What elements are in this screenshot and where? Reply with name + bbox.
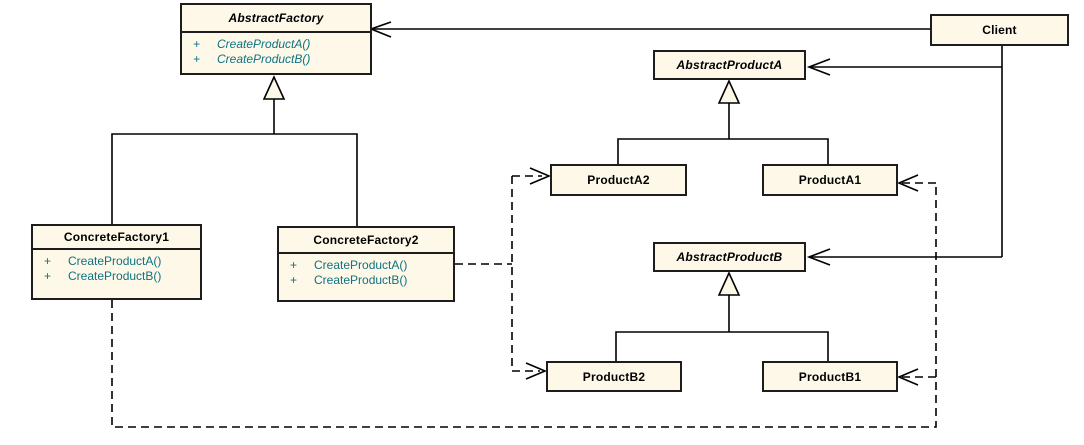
open-arrowhead-icon-abstractproducta — [806, 58, 831, 76]
class-name: Client — [982, 23, 1017, 37]
class-name: ProductA2 — [587, 173, 650, 187]
class-name: AbstractFactory — [228, 11, 324, 25]
class-title-bar: ProductB2 — [548, 363, 680, 390]
hollow-triangle-icon-abstractproductb — [717, 271, 741, 296]
generalization-productb-rail — [615, 331, 829, 361]
method-signature: CreateProductB() — [314, 273, 408, 287]
method-row: + CreateProductA() — [33, 254, 200, 269]
class-name: ProductA1 — [798, 173, 862, 187]
method-row: + CreateProductA() — [182, 37, 370, 52]
generalization-producta-rail — [617, 138, 829, 164]
class-concretefactory2: ConcreteFactory2 + CreateProductA() + Cr… — [277, 226, 455, 302]
method-signature: CreateProductB() — [68, 269, 162, 283]
method-signature: CreateProductA() — [68, 254, 162, 268]
open-arrowhead-icon-producta1 — [896, 174, 919, 192]
visibility-marker: + — [44, 269, 52, 283]
class-title-bar: AbstractProductA — [655, 52, 804, 78]
class-title-bar: ProductB1 — [764, 363, 896, 390]
class-abstractfactory: AbstractFactory + CreateProductA() + Cre… — [180, 3, 372, 75]
method-row: + CreateProductB() — [182, 52, 370, 67]
visibility-marker: + — [193, 37, 201, 51]
class-name: AbstractProductA — [676, 58, 783, 72]
class-concretefactory1: ConcreteFactory1 + CreateProductA() + Cr… — [31, 224, 202, 300]
class-title-bar: ConcreteFactory2 — [279, 228, 453, 254]
class-name: ConcreteFactory2 — [313, 233, 419, 247]
method-signature: CreateProductA() — [217, 37, 311, 51]
class-title-bar: AbstractFactory — [182, 5, 370, 33]
class-methods: + CreateProductA() + CreateProductB() — [33, 250, 200, 284]
class-name: ConcreteFactory1 — [63, 230, 170, 244]
visibility-marker: + — [290, 258, 298, 272]
method-row: + CreateProductB() — [279, 273, 453, 288]
method-signature: CreateProductB() — [217, 52, 311, 66]
generalization-factories-rail — [111, 133, 358, 226]
class-name: ProductB2 — [582, 369, 646, 384]
class-methods: + CreateProductA() + CreateProductB() — [182, 33, 370, 67]
dependency-cf1-rail — [111, 183, 937, 428]
class-productb2: ProductB2 — [546, 361, 682, 392]
class-title-bar: ProductA1 — [764, 166, 896, 194]
class-methods: + CreateProductA() + CreateProductB() — [279, 254, 453, 288]
open-arrowhead-icon-abstractproductb — [806, 248, 831, 266]
open-arrowhead-icon-productb1 — [896, 368, 919, 386]
hollow-triangle-icon-abstractproducta — [717, 79, 741, 104]
class-productb1: ProductB1 — [762, 361, 898, 392]
class-client: Client — [930, 14, 1069, 46]
class-title-bar: ConcreteFactory1 — [33, 226, 200, 250]
hollow-triangle-icon-abstractfactory — [262, 75, 286, 100]
visibility-marker: + — [193, 52, 201, 66]
visibility-marker: + — [44, 254, 52, 268]
class-producta2: ProductA2 — [550, 164, 687, 196]
class-title-bar: ProductA2 — [552, 166, 685, 194]
class-title-bar: AbstractProductB — [655, 244, 804, 270]
class-producta1: ProductA1 — [762, 164, 898, 196]
class-abstractproductb: AbstractProductB — [653, 242, 806, 272]
class-title-bar: Client — [932, 16, 1067, 44]
class-name: ProductB1 — [798, 369, 862, 384]
visibility-marker: + — [290, 273, 298, 287]
open-arrowhead-icon-productb2 — [525, 362, 548, 380]
method-row: + CreateProductB() — [33, 269, 200, 284]
open-arrowhead-icon-producta2 — [529, 167, 552, 185]
method-signature: CreateProductA() — [314, 258, 408, 272]
method-row: + CreateProductA() — [279, 258, 453, 273]
class-abstractproducta: AbstractProductA — [653, 50, 806, 80]
class-name: AbstractProductB — [676, 250, 783, 264]
